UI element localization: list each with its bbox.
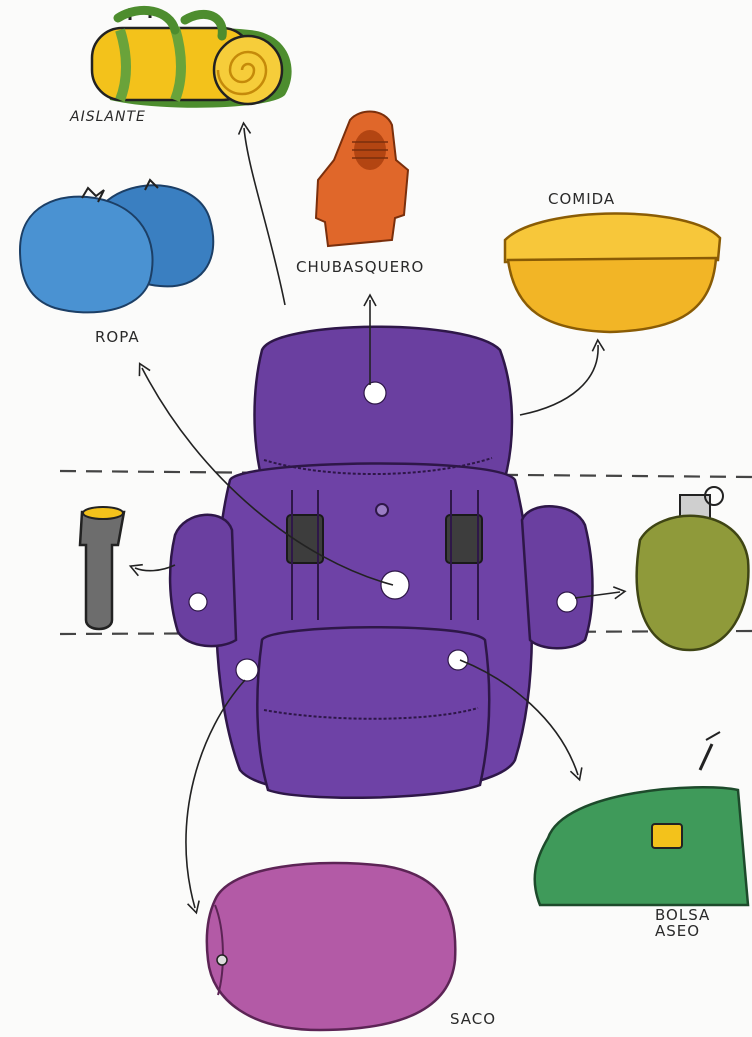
label-saco: SACO [450, 1012, 496, 1027]
flashlight [80, 507, 124, 629]
label-chubasquero: CHUBASQUERO [296, 260, 424, 275]
toiletry-bag [535, 732, 748, 905]
label-comida: COMIDA [548, 192, 615, 207]
label-bolsa-line2: ASEO [655, 924, 700, 940]
backpack-illustration [170, 327, 592, 798]
label-bolsa-aseo: BOLSA ASEO [655, 908, 710, 940]
sleeping-bag [207, 863, 455, 1030]
mat-icon [92, 8, 292, 108]
clothes-bags [20, 180, 213, 312]
label-aislante: AISLANTE [70, 110, 146, 124]
food-container [505, 213, 720, 332]
rain-jacket [316, 112, 408, 246]
canteen [637, 487, 749, 650]
label-ropa: ROPA [95, 330, 140, 345]
